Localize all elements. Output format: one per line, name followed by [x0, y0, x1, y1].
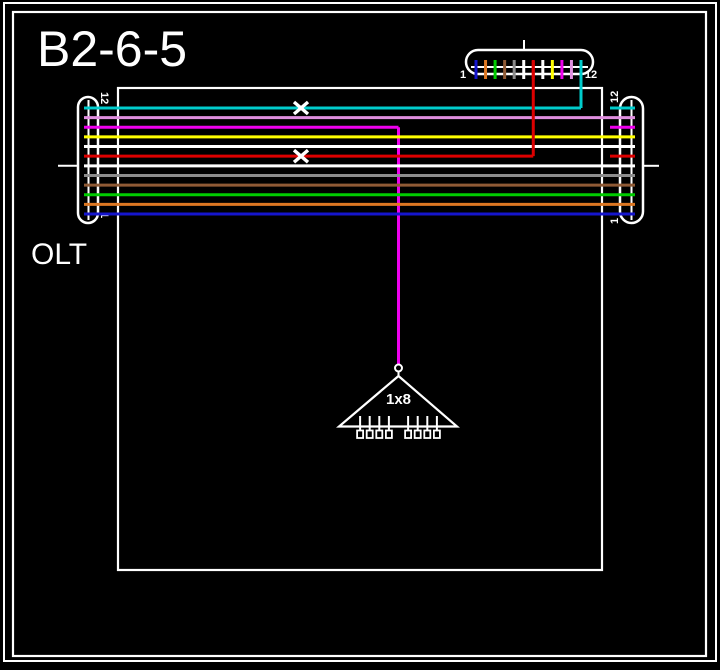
drop-connector-label-left: 1: [460, 69, 466, 81]
splitter-output-connector: [375, 429, 384, 439]
outer-frame: [3, 2, 717, 662]
splitter-label: 1x8: [386, 391, 411, 408]
olt-label: OLT: [31, 238, 87, 271]
splitter-triangle: [336, 374, 460, 428]
terminal-connector-body: [618, 95, 645, 225]
splitter-output-connector: [423, 429, 432, 439]
olt-connector-body: [76, 95, 100, 225]
terminal-connector-label-bottom: 1: [609, 218, 621, 224]
splitter-output-connector: [404, 429, 413, 439]
splitter-output-connector: [365, 429, 374, 439]
fiber-break-x-red: [292, 148, 310, 164]
drop-connector-label-right: 12: [585, 69, 597, 81]
inner-frame: [11, 10, 708, 658]
distribution-area-rect: [116, 86, 604, 572]
olt-connector-label-top: 12: [98, 92, 110, 104]
splice-point-circle: [394, 363, 403, 373]
splitter-output-connector: [413, 429, 422, 439]
drop-connector-body: [464, 48, 595, 76]
page-title: B2-6-5: [37, 21, 187, 77]
splitter-output-connector: [432, 429, 441, 439]
splitter-output-connector: [384, 429, 393, 439]
splitter-output-connector: [356, 429, 365, 439]
fiber-break-x-aqua: [292, 100, 310, 116]
terminal-connector-label-top: 12: [609, 91, 621, 103]
